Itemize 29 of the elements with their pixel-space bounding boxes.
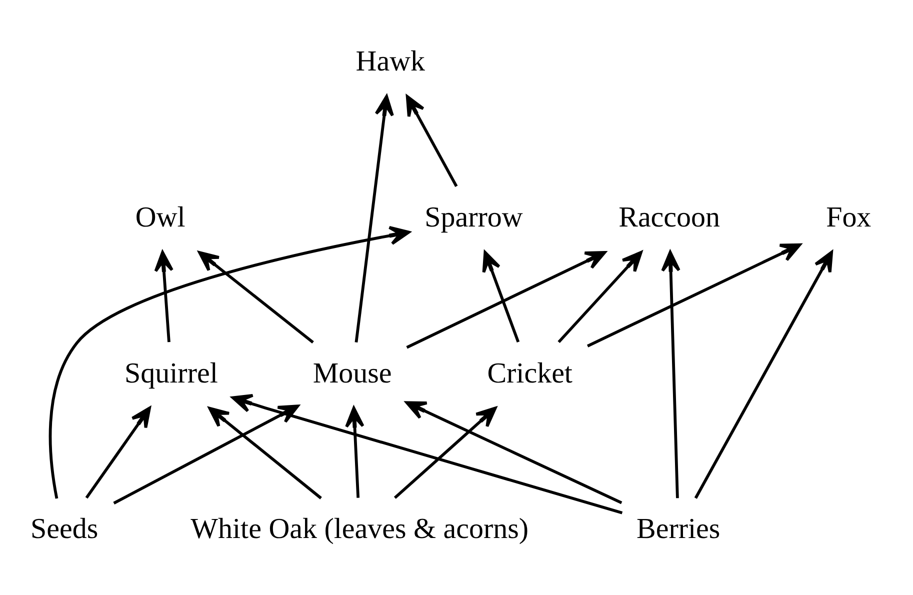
arrow (48, 226, 410, 499)
arrow (558, 250, 642, 344)
node-text: Cricket (487, 357, 572, 390)
arrow (406, 95, 458, 187)
arrow (113, 404, 300, 504)
arrow (198, 251, 314, 344)
arrow (232, 394, 623, 514)
node-text: Hawk (356, 46, 425, 78)
arrow (586, 243, 802, 348)
arrow (154, 250, 174, 342)
arrow (406, 251, 606, 349)
arrow (482, 250, 520, 343)
node-text: Seeds (30, 513, 98, 546)
node-text: Raccoon (618, 202, 720, 234)
node-text: Sparrow (424, 202, 523, 234)
arrow (85, 406, 151, 499)
node-text: Owl (135, 202, 186, 234)
node-text: Squirrel (124, 357, 218, 390)
arrow (354, 95, 394, 343)
arrow (208, 406, 322, 500)
arrow (345, 406, 364, 498)
node-text: White Oak (leaves & acorns) (190, 513, 529, 546)
arrow (694, 250, 834, 499)
node-text: Fox (826, 202, 872, 234)
node-text: Mouse (312, 357, 392, 390)
arrow (405, 401, 622, 504)
arrow (394, 406, 497, 499)
arrow (661, 250, 680, 498)
node-text: Berries (636, 513, 720, 546)
